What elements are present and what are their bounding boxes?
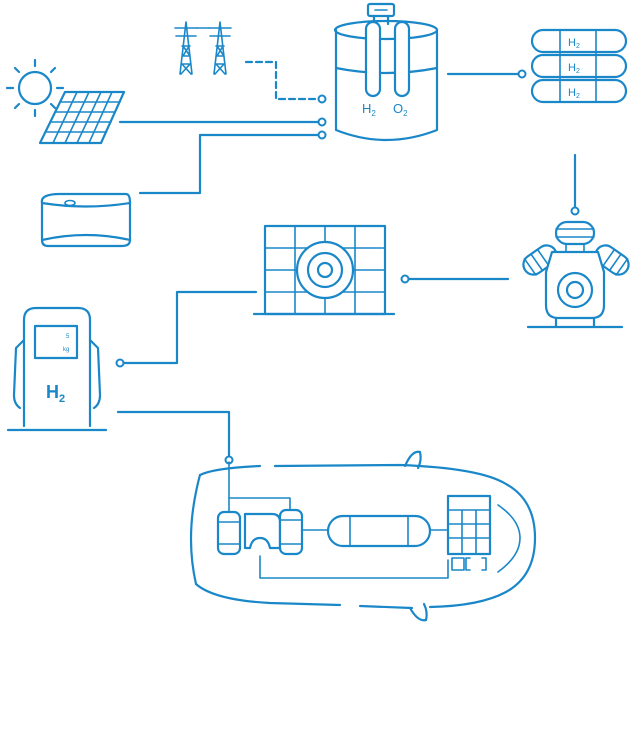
storage-h2-label-1: H2 — [568, 37, 580, 50]
battery-to-electrolyzer-link — [138, 133, 322, 195]
fuel-cell-car-icon — [189, 450, 537, 622]
dispenser-display-unit: kg — [63, 347, 69, 353]
storage-h2-label-2: H2 — [568, 62, 580, 75]
connector-dot-compressor — [570, 206, 580, 216]
dispenser-h2-label: H2 — [46, 382, 65, 405]
storage-h2-label-3: H2 — [568, 87, 580, 100]
electrolyzer-h2-label: H2 — [362, 101, 376, 118]
connector-dot-fuelcell — [400, 274, 410, 284]
electrolyzer-tank-icon: H2 O2 — [333, 2, 439, 142]
compressor-icon — [522, 220, 630, 329]
dispenser-display-value: 5 — [66, 334, 70, 340]
connector-dot-battery — [317, 130, 327, 140]
fuelcell-to-dispenser-link — [118, 290, 258, 365]
hydrogen-storage-icon: H2 H2 H2 — [530, 28, 628, 104]
connector-dot-grid — [317, 94, 327, 104]
connector-dot-dispenser — [115, 358, 125, 368]
hydrogen-dispenser-icon: 5 kg H2 — [6, 306, 108, 432]
connector-dot-solar — [317, 117, 327, 127]
sun-icon — [5, 58, 65, 118]
power-pylon-icon — [174, 21, 232, 75]
connection-lines — [115, 60, 580, 465]
power-grid-dashed-link — [244, 60, 322, 101]
battery-icon — [40, 192, 132, 248]
solar-panel-icon — [38, 90, 126, 145]
dispenser-to-car-link — [116, 410, 231, 460]
electrolyzer-o2-label: O2 — [393, 101, 408, 118]
connector-dot-storage — [517, 69, 527, 79]
fuel-cell-unit-icon — [252, 224, 396, 316]
